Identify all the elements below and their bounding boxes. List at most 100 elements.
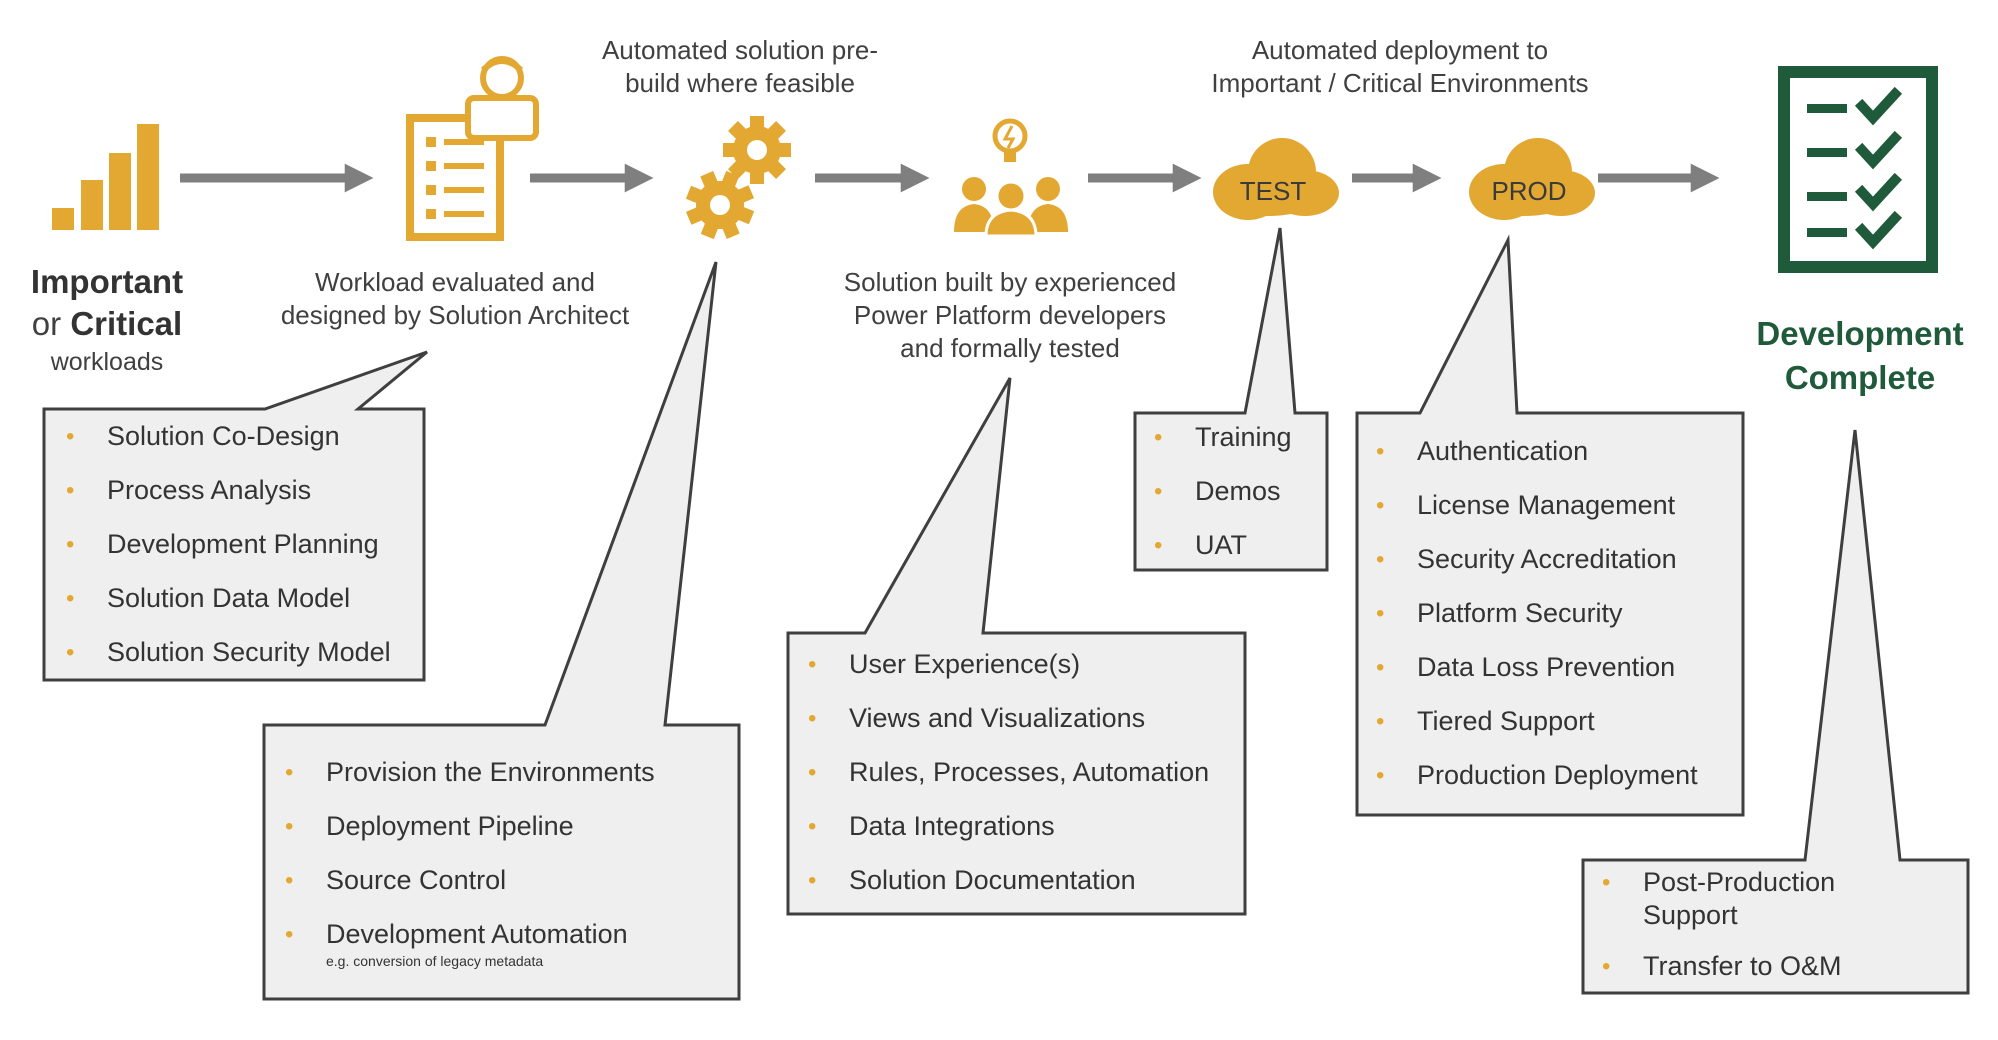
list-item-label: Source Control (326, 865, 507, 895)
list-item-label: Solution Data Model (107, 583, 351, 613)
list-item-label: Solution Documentation (849, 865, 1136, 895)
deployment-caption-line1: Automated deployment to (1251, 35, 1549, 65)
bullet-icon: • (285, 813, 294, 840)
list-item-note: e.g. conversion of legacy metadata (326, 953, 544, 969)
developers-caption: Solution built by experienced Power Plat… (820, 267, 1200, 365)
bullet-icon: • (1602, 953, 1611, 980)
callout-test (1133, 227, 1329, 572)
list-item: •Demos (1154, 475, 1292, 508)
list-item: • Security Accreditation (1376, 543, 1698, 576)
start-label: Important or Critical workloads (0, 262, 214, 377)
bullet-icon: • (66, 585, 75, 612)
start-label-or: or (31, 304, 62, 342)
list-item: •Provision the Environments (285, 756, 655, 789)
prod-cloud-icon (1469, 138, 1595, 220)
complete-label: Development Complete (1720, 314, 1998, 397)
list-item: • Data Integrations (808, 810, 1209, 843)
list-item-label: Production Deployment (1417, 760, 1698, 790)
bullet-icon: • (808, 867, 817, 894)
gears-icon (685, 116, 791, 240)
build-list: •User Experience(s) • Views and Visualiza… (808, 648, 1209, 897)
list-item-label: Transfer to O&M (1643, 951, 1842, 981)
callout-provision (262, 261, 741, 1001)
bullet-icon: • (1376, 492, 1385, 519)
start-label-line3: workloads (50, 348, 164, 377)
list-item: •User Experience(s) (808, 648, 1209, 681)
list-item-label: Training (1195, 422, 1292, 452)
architect-caption-line1: Workload evaluated and (315, 267, 595, 297)
list-item: •Solution Co-Design (66, 420, 391, 453)
list-item-label: Data Loss Prevention (1417, 652, 1676, 682)
test-cloud-label: TEST (1239, 176, 1307, 206)
developers-caption-line1: Solution built by experienced (843, 267, 1177, 297)
architect-caption-line2: designed by Solution Architect (280, 300, 630, 331)
prebuild-caption-line1: Automated solution pre- (601, 35, 879, 65)
list-item-label: Tiered Support (1417, 706, 1595, 736)
bullet-icon: • (1376, 438, 1385, 465)
bullet-icon: • (66, 639, 75, 666)
list-item-label: Views and Visualizations (849, 703, 1146, 733)
bullet-icon: • (285, 921, 294, 948)
list-item: • Deployment Pipeline (285, 810, 655, 843)
prod-cloud-label: PROD (1491, 176, 1567, 206)
design-list: •Solution Co-Design • Process Analysis •D… (66, 420, 391, 669)
prebuild-caption: Automated solution pre- build where feas… (560, 35, 920, 99)
list-item: •Tiered Support (1376, 705, 1698, 738)
architect-checklist-icon (406, 56, 539, 241)
list-item-label: Platform Security (1417, 598, 1623, 628)
bullet-icon: • (66, 423, 75, 450)
list-item-label: Authentication (1417, 436, 1589, 466)
list-item-label: Provision the Environments (326, 757, 655, 787)
complete-label-line1: Development (1756, 315, 1964, 352)
list-item: • Data Loss Prevention (1376, 651, 1698, 684)
list-item: •Training (1154, 421, 1292, 454)
list-item: • Solution Security Model (66, 636, 391, 669)
list-item-label: License Management (1417, 490, 1676, 520)
bullet-icon: • (1376, 600, 1385, 627)
complete-label-line2: Complete (1784, 358, 1936, 396)
bullet-icon: • (1602, 869, 1611, 896)
team-idea-icon (954, 118, 1068, 238)
provision-list: •Provision the Environments •Deployment … (285, 756, 655, 969)
list-item-label: Data Integrations (849, 811, 1055, 841)
bullet-icon: • (66, 477, 75, 504)
bullet-icon: • (285, 867, 294, 894)
developers-caption-line2: Power Platform developers (853, 300, 1167, 331)
checklist-complete-icon (1778, 66, 1938, 273)
list-item: • Transfer to O&M (1602, 950, 1842, 983)
bullet-icon: • (1376, 654, 1385, 681)
deployment-caption-line2: Important / Critical Environments (1211, 68, 1589, 99)
callout-complete (1581, 429, 1970, 995)
test-cloud-icon (1213, 138, 1339, 220)
callout-build (786, 377, 1247, 916)
bullet-icon: • (1154, 478, 1163, 505)
bullet-icon: • (808, 813, 817, 840)
list-item: • Rules, Processes, Automation (808, 756, 1209, 789)
list-item: • Platform Security (1376, 597, 1698, 630)
start-label-critical: Critical (70, 304, 183, 342)
list-item: • Views and Visualizations (808, 702, 1209, 735)
list-item: •UAT (1154, 529, 1292, 562)
bullet-icon: • (1376, 546, 1385, 573)
list-item-label: Security Accreditation (1417, 544, 1677, 574)
list-item: • Solution Data Model (66, 582, 391, 615)
list-item-label: Rules, Processes, Automation (849, 757, 1210, 787)
bullet-icon: • (808, 705, 817, 732)
bullet-icon: • (66, 531, 75, 558)
prod-list: • Authentication • License Management • Sec… (1376, 435, 1698, 792)
list-item: • Source Control (285, 864, 655, 897)
bullet-icon: • (1376, 762, 1385, 789)
bullet-icon: • (1154, 532, 1163, 559)
list-item-label: Deployment Pipeline (326, 811, 574, 841)
list-item-label: Process Analysis (107, 475, 312, 505)
list-item-label: Solution Security Model (107, 637, 391, 667)
list-item: •Development Planning (66, 528, 391, 561)
bullet-icon: • (808, 759, 817, 786)
list-item-label: Post-Production (1643, 867, 1836, 897)
list-item-label: Development Automation (326, 919, 628, 949)
start-label-line2: or Critical (0, 304, 214, 344)
list-item: • Development Automation e.g. conversion o… (285, 918, 655, 969)
list-item: • Production Deployment (1376, 759, 1698, 792)
